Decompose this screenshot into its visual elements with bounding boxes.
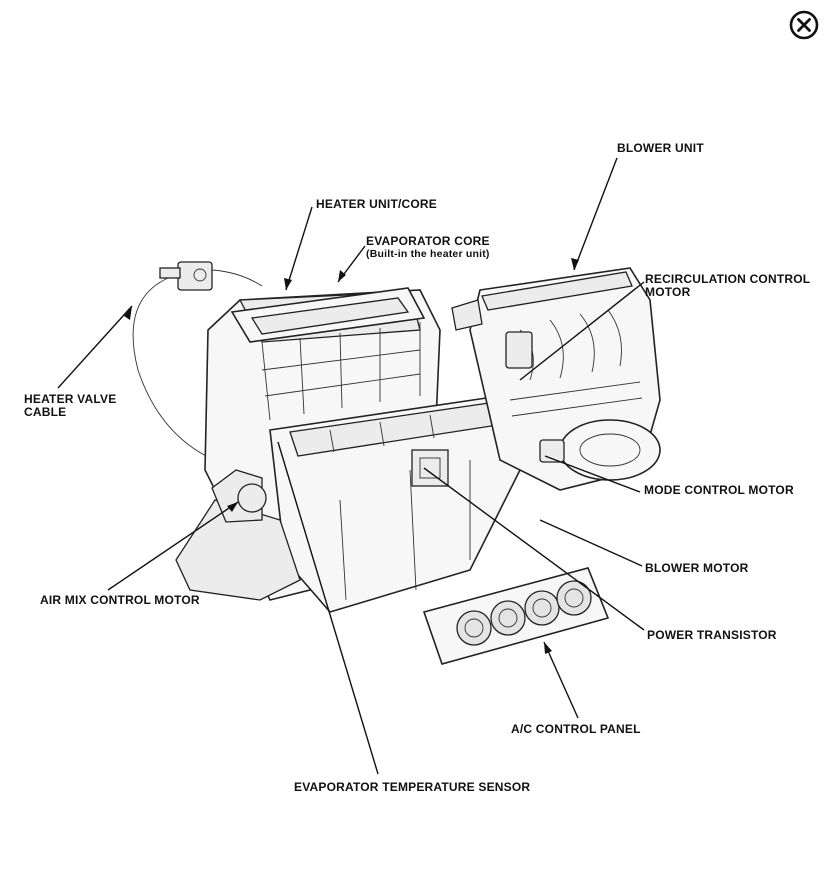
label-power-transistor: POWER TRANSISTOR (647, 628, 777, 642)
label-ac-control-panel: A/C CONTROL PANEL (511, 722, 641, 736)
heater-unit-body (175, 287, 521, 613)
label-mode-control-motor: MODE CONTROL MOTOR (644, 483, 794, 497)
label-evaporator-core: EVAPORATOR CORE (Built-in the heater uni… (366, 235, 490, 261)
label-recirculation-line-1: RECIRCULATION CONTROL (645, 272, 811, 286)
label-heater-valve-line-1: HEATER VALVE (24, 392, 117, 406)
ac-control-panel-drawing (422, 567, 610, 665)
label-evaporator-core-title: EVAPORATOR CORE (366, 234, 490, 248)
label-recirculation-control-motor: RECIRCULATION CONTROL MOTOR (645, 273, 810, 299)
label-heater-valve-line-2: CABLE (24, 405, 67, 419)
label-blower-motor: BLOWER MOTOR (645, 561, 749, 575)
leader-lines (57, 157, 645, 775)
label-evaporator-temperature-sensor: EVAPORATOR TEMPERATURE SENSOR (294, 780, 531, 794)
close-button[interactable] (787, 8, 821, 42)
label-heater-valve-cable: HEATER VALVE CABLE (24, 393, 116, 419)
label-evaporator-core-note: (Built-in the heater unit) (366, 248, 490, 260)
heater-valve-bracket (159, 261, 263, 291)
blower-unit-body (451, 267, 661, 491)
close-circle-icon (789, 10, 819, 40)
label-heater-unit-core: HEATER UNIT/CORE (316, 197, 437, 211)
label-air-mix-control-motor: AIR MIX CONTROL MOTOR (40, 593, 200, 607)
label-blower-unit: BLOWER UNIT (617, 141, 704, 155)
label-recirculation-line-2: MOTOR (645, 285, 691, 299)
